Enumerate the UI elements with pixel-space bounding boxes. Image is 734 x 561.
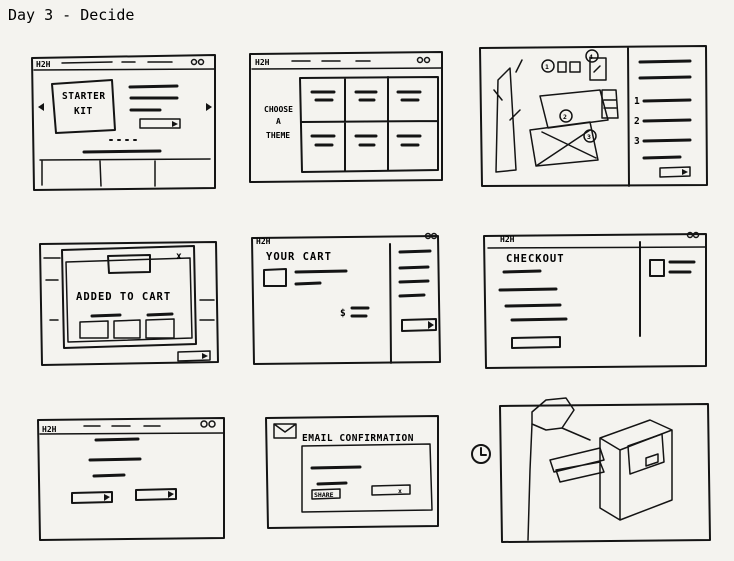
- frame-2-label-line-3: THEME: [266, 131, 290, 140]
- frame-3-next-button: [659, 166, 691, 178]
- frame-4-added-to-cart: x ADDED TO CART: [39, 241, 219, 366]
- frame-4-modal-close-icon: x: [176, 251, 182, 262]
- frame-3-room-scene: 1 4 2 3 1 2 3: [479, 45, 708, 187]
- frame-7-left-button: [71, 491, 113, 504]
- frame-5-play-icon: [428, 321, 434, 329]
- frame-8-envelope-icon: [273, 423, 297, 439]
- frame-9-package-label: [627, 433, 665, 475]
- frame-3-hotspot-4: [585, 49, 599, 63]
- frame-8-share-button: [311, 488, 341, 500]
- frame-4-product-thumb: [107, 254, 151, 274]
- frame-3-step-1: 1: [634, 96, 640, 107]
- frame-7-confirmation: H2H: [37, 417, 225, 541]
- frame-6-order-thumb: [649, 259, 665, 277]
- frame-5-checkout-button: [401, 318, 437, 332]
- frame-1-play-icon: [172, 121, 178, 127]
- frame-6-logo: H2H: [500, 235, 515, 244]
- frame-4-next-button: [177, 350, 211, 362]
- frame-2-choose-theme: H2H CHOOSE A THEME: [249, 51, 443, 183]
- frame-7-logo: H2H: [42, 425, 57, 434]
- frame-5-price-symbol: $: [340, 308, 346, 319]
- frame-1-starter-kit: H2H STARTER KIT: [31, 54, 216, 191]
- frame-4-play-icon: [202, 353, 208, 359]
- frame-1-left-arrow-icon: [38, 103, 44, 111]
- frame-3-hotspot-2: [559, 109, 573, 123]
- frame-1-right-arrow-icon: [206, 103, 212, 111]
- frame-5-your-cart: H2H YOUR CART $: [251, 232, 441, 365]
- frame-2-label-line-1: CHOOSE: [264, 105, 293, 114]
- frame-6-place-order-button: [511, 336, 561, 349]
- frame-5-item-thumb: [263, 268, 287, 287]
- frame-1-add-button: [139, 118, 181, 129]
- frame-1-logo: H2H: [36, 60, 51, 69]
- frame-6-heading: CHECKOUT: [506, 253, 565, 265]
- frame-9-shipping-label-icon: [645, 453, 659, 467]
- frame-2-theme-grid: [299, 76, 439, 173]
- frame-8-email-confirmation: EMAIL CONFIRMATION SHARE x: [265, 415, 439, 529]
- frame-3-step-2: 2: [634, 116, 640, 127]
- frame-4-modal: [61, 245, 197, 349]
- frame-3-hotspot-1: [541, 59, 555, 73]
- svg-text:3: 3: [587, 133, 591, 141]
- frame-8-share-label: SHARE: [314, 491, 334, 499]
- clock-icon: [471, 444, 491, 464]
- svg-text:2: 2: [563, 113, 567, 121]
- frame-7-right-button: [135, 488, 177, 501]
- frame-1-label-line-2: KIT: [74, 106, 93, 117]
- frame-1-label-line-1: STARTER: [62, 91, 106, 102]
- frame-8-close-icon: x: [398, 487, 402, 495]
- frame-2-logo: H2H: [255, 58, 270, 67]
- sheet-title: Day 3 - Decide: [8, 6, 134, 24]
- frame-5-logo: H2H: [256, 237, 271, 246]
- frame-3-play-icon: [682, 169, 688, 175]
- svg-text:1: 1: [545, 63, 549, 71]
- frame-8-dismiss-button: [371, 484, 411, 496]
- frame-2-label-line-2: A: [276, 117, 281, 126]
- frame-8-email-body: [301, 443, 433, 513]
- frame-6-checkout: H2H CHECKOUT: [483, 231, 707, 369]
- frame-9-person-head: [531, 397, 575, 431]
- frame-9-delivery: [499, 397, 711, 543]
- frame-8-heading: EMAIL CONFIRMATION: [302, 433, 414, 444]
- frame-3-step-3: 3: [634, 136, 640, 147]
- frame-3-hotspot-3: [583, 129, 597, 143]
- frame-5-heading: YOUR CART: [266, 251, 332, 263]
- frame-1-product-box: [51, 79, 116, 134]
- frame-4-modal-text: ADDED TO CART: [76, 291, 171, 303]
- svg-text:4: 4: [589, 53, 593, 61]
